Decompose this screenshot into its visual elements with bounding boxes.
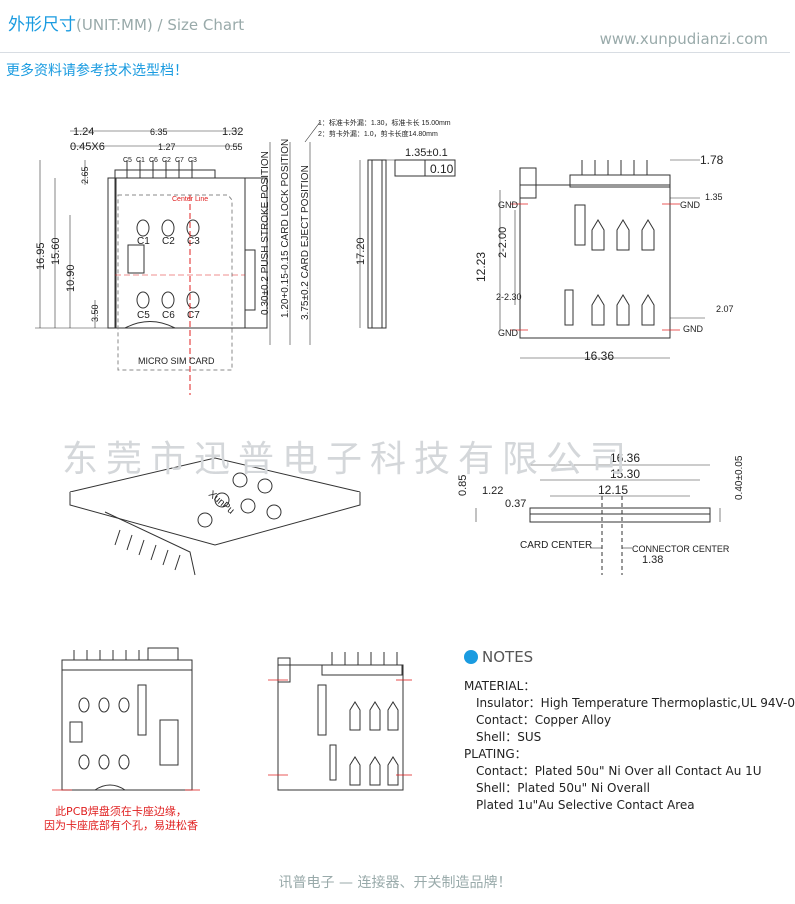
pcb-note-line: 因为卡座底部有个孔，易进松香: [44, 819, 198, 832]
header-divider: [0, 52, 790, 53]
notes-panel: NOTES MATERIAL： Insulator：High Temperatur…: [464, 648, 795, 814]
note-cut-card: 2：剪卡外漏：1.0，剪卡长度14.80mm: [318, 129, 438, 138]
notes-line: Plated 1u"Au Selective Contact Area: [476, 798, 695, 812]
dim-1-32: 1.32: [222, 126, 243, 138]
contact-label: C7: [187, 310, 200, 321]
pin-label: C1: [136, 157, 145, 164]
dim-0-37: 0.37: [505, 498, 526, 510]
contact-label: C3: [187, 236, 200, 247]
pcb-note: 此PCB焊盘须在卡座边缘， 因为卡座底部有个孔，易进松香: [36, 805, 206, 833]
contact-label: C2: [162, 236, 175, 247]
company-watermark: 东莞市迅普电子科技有限公司: [62, 439, 635, 480]
footer-slogan: 讯普电子 — 连接器、开关制造品牌！: [278, 875, 512, 891]
pcb-note-line: 此PCB焊盘须在卡座边缘，: [55, 805, 187, 818]
dim-2-07: 2.07: [716, 304, 734, 314]
contact-label: C1: [137, 236, 150, 247]
dim-1-27: 1.27: [158, 142, 176, 152]
dim-1-35-b: 1.35: [705, 192, 723, 202]
push-stroke-label: 0.30±0.2 PUSH STROKE POSITION: [260, 151, 271, 315]
center-line-label: Center Line: [172, 196, 208, 203]
contact-label: C5: [137, 310, 150, 321]
dim-1-24: 1.24: [73, 126, 94, 138]
front-view-labels: 1.24 6.35 1.32 0.45X6 1.27 0.55 2.65 16.…: [35, 118, 451, 366]
dim-12-23: 12.23: [474, 252, 488, 282]
notes-line: Insulator：High Temperature Thermoplastic…: [476, 696, 795, 710]
notes-line: Shell：SUS: [476, 730, 542, 744]
gnd-label: GND: [498, 200, 519, 210]
contact-pads: [136, 219, 200, 309]
side-view: [359, 159, 456, 329]
notes-line: Shell：Plated 50u" Ni Overall: [476, 781, 650, 795]
notes-bullet-icon: [464, 650, 478, 664]
top-pins: [126, 160, 193, 178]
website-link[interactable]: www.xunpudianzi.com: [599, 30, 768, 48]
dim-2-2-30: 2-2.30: [496, 292, 522, 302]
iso-pins: [114, 529, 181, 571]
dim-0-45x6: 0.45X6: [70, 141, 105, 153]
title-suffix: (UNIT:MM) / Size Chart: [76, 16, 245, 34]
dim-3-50: 3.50: [90, 304, 100, 322]
dim-6-35: 6.35: [150, 127, 168, 137]
front-view: [35, 121, 321, 395]
pcb-footprint-view: [277, 652, 404, 791]
card-lock-label: 1.20+0.15-0.15 CARD LOCK POSITION: [280, 139, 291, 318]
micro-sim-card-label: MICRO SIM CARD: [138, 356, 215, 366]
page-title: 外形尺寸(UNIT:MM) / Size Chart: [8, 10, 244, 35]
dim-16-36-s: 16.36: [610, 451, 640, 465]
notes-title: NOTES: [482, 648, 534, 666]
dim-2-2-00: 2-2.00: [497, 227, 509, 258]
isometric-view: [69, 457, 361, 576]
notes-line: MATERIAL：: [464, 679, 536, 693]
dim-15-60: 15.60: [50, 237, 62, 265]
pin-label: C5: [123, 157, 132, 164]
dim-12-15: 12.15: [598, 483, 628, 497]
notes-line: Contact：Plated 50u" Ni Over all Contact …: [476, 764, 762, 778]
contact-label: C6: [162, 310, 175, 321]
card-eject-label: 3.75±0.2 CARD EJECT POSITION: [300, 165, 311, 320]
notes-lines: MATERIAL： Insulator：High Temperature Ther…: [464, 678, 795, 814]
pin-label: C3: [188, 157, 197, 164]
dim-0-85: 0.85: [457, 475, 469, 496]
dim-1-38: 1.38: [642, 554, 663, 566]
notes-header: NOTES: [464, 648, 784, 666]
dim-0-10: 0.10: [430, 162, 454, 176]
section-view: [475, 464, 721, 575]
title-main: 外形尺寸: [8, 15, 76, 35]
dim-2-65: 2.65: [80, 166, 90, 184]
pcb-layout-view: [61, 647, 193, 791]
dim-10-90: 10.90: [65, 264, 77, 292]
reference-note: 更多资料请参考技术选型档！: [6, 63, 188, 79]
gnd-label: GND: [498, 328, 519, 338]
bottom-view: [499, 159, 705, 359]
dim-16-95: 16.95: [35, 242, 47, 270]
dim-0-55: 0.55: [225, 142, 243, 152]
note-standard-card: 1：标准卡外漏：1.30，标准卡长 15.00mm: [318, 118, 451, 127]
connector-center-label: CONNECTOR CENTER: [632, 544, 730, 554]
card-center-label: CARD CENTER: [520, 540, 592, 551]
pin-label: C7: [175, 157, 184, 164]
dim-1-35: 1.35±0.1: [405, 147, 448, 159]
dim-1-78: 1.78: [700, 153, 724, 167]
pcb-pins: [73, 650, 140, 660]
dim-1-22: 1.22: [482, 485, 503, 497]
gnd-label: GND: [683, 324, 704, 334]
notes-line: Contact：Copper Alloy: [476, 713, 612, 727]
pin-label: C2: [162, 157, 171, 164]
dim-17-20: 17.20: [355, 237, 367, 265]
pin-label: C6: [149, 157, 158, 164]
gnd-label: GND: [680, 200, 701, 210]
dim-15-30: 15.30: [610, 467, 640, 481]
dim-16-36: 16.36: [584, 349, 614, 363]
notes-line: PLATING：: [464, 747, 527, 761]
dim-0-40: 0.40±0.05: [734, 455, 745, 500]
footprint-pins: [331, 652, 398, 665]
bottom-pins: [581, 160, 648, 175]
